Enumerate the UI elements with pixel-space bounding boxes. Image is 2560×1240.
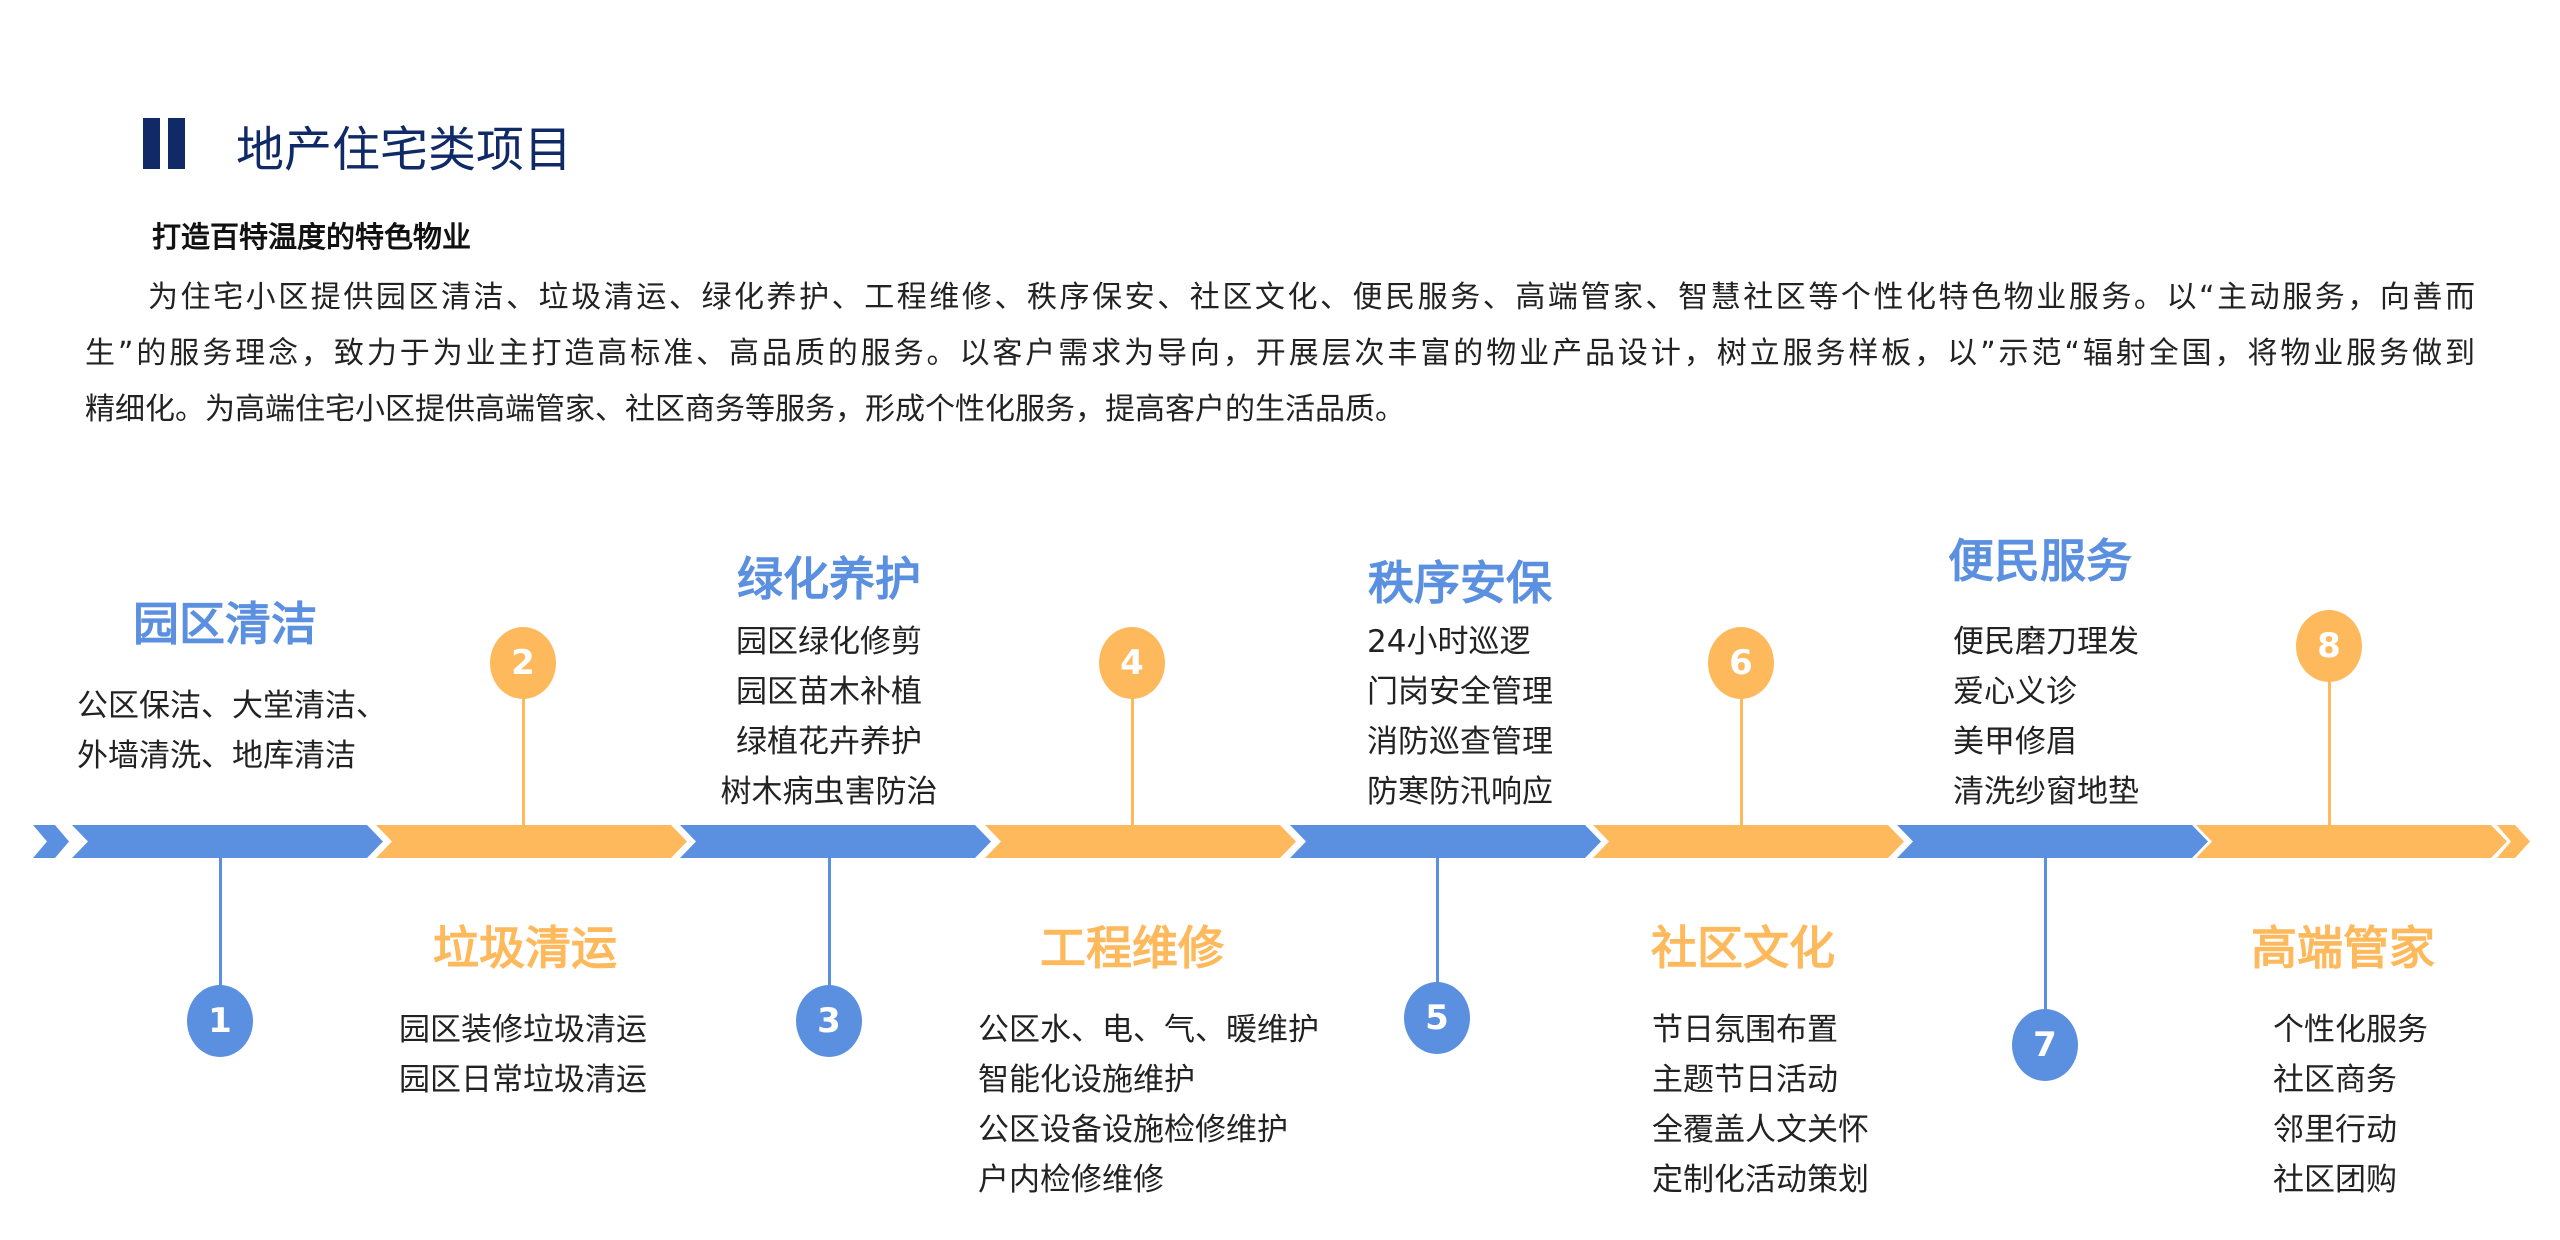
- service-title: 垃圾清运: [433, 921, 617, 975]
- service-item: 公区设备设施检修维护: [978, 1112, 1288, 1148]
- service-title: 秩序安保: [1368, 556, 1552, 610]
- service-item: 树木病虫害防治: [720, 774, 938, 810]
- service-item: 美甲修眉: [1953, 724, 2077, 760]
- service-item: 外墙清洗、地库清洁: [77, 738, 356, 774]
- service-item: 个性化服务: [2273, 1012, 2428, 1048]
- step-number-badge: 7: [2012, 1009, 2078, 1081]
- service-title: 绿化养护: [737, 552, 921, 606]
- service-title: 高端管家: [2251, 921, 2435, 975]
- service-item: 园区日常垃圾清运: [399, 1062, 647, 1098]
- service-item: 公区保洁、大堂清洁、: [77, 688, 387, 724]
- service-item: 邻里行动: [2273, 1112, 2397, 1148]
- section-subtitle: 打造百特温度的特色物业: [152, 220, 472, 254]
- timeline-segment: [985, 825, 1296, 858]
- timeline-segment: [2196, 825, 2507, 858]
- connector-line: [2044, 858, 2047, 1045]
- service-item: 社区团购: [2273, 1162, 2397, 1198]
- step-number-badge: 6: [1708, 627, 1774, 699]
- service-title: 便民服务: [1948, 534, 2132, 588]
- step-number-badge: 8: [2296, 610, 2362, 682]
- service-item: 清洗纱窗地垫: [1953, 774, 2139, 810]
- service-item: 全覆盖人文关怀: [1652, 1112, 1869, 1148]
- service-item: 消防巡查管理: [1367, 724, 1553, 760]
- timeline-segment: [1593, 825, 1904, 858]
- service-title: 社区文化: [1651, 921, 1835, 975]
- timeline-segment: [680, 825, 991, 858]
- connector-line: [1131, 663, 1134, 825]
- intro-line-2: 生”的服务理念，致力于为业主打造高标准、高品质的服务。以客户需求为导向，开展层次…: [85, 336, 2475, 371]
- service-item: 园区装修垃圾清运: [399, 1012, 647, 1048]
- timeline-segment: [376, 825, 687, 858]
- connector-line: [219, 858, 222, 1021]
- service-item: 公区水、电、气、暖维护: [978, 1012, 1319, 1048]
- step-number-badge: 2: [490, 627, 556, 699]
- step-number-badge: 1: [187, 985, 253, 1057]
- connector-line: [2328, 646, 2331, 825]
- intro-line-1: 为住宅小区提供园区清洁、垃圾清运、绿化养护、工程维修、秩序保安、社区文化、便民服…: [148, 280, 2475, 315]
- timeline-segment: [72, 825, 383, 858]
- service-item: 主题节日活动: [1652, 1062, 1838, 1098]
- service-item: 园区绿化修剪: [736, 624, 922, 660]
- service-title: 工程维修: [1040, 921, 1224, 975]
- timeline-segment: [1897, 825, 2208, 858]
- service-title: 园区清洁: [133, 597, 317, 651]
- title-bar-icon: [168, 118, 185, 169]
- service-item: 户内检修维修: [978, 1162, 1164, 1198]
- service-item: 便民磨刀理发: [1953, 624, 2139, 660]
- connector-line: [522, 663, 525, 825]
- step-number-badge: 4: [1099, 627, 1165, 699]
- service-item: 定制化活动策划: [1652, 1162, 1869, 1198]
- step-number-badge: 3: [796, 985, 862, 1057]
- timeline-segment: [1290, 825, 1601, 858]
- page-title: 地产住宅类项目: [236, 122, 573, 178]
- connector-line: [828, 858, 831, 1021]
- service-item: 防寒防汛响应: [1367, 774, 1553, 810]
- service-item: 门岗安全管理: [1367, 674, 1553, 710]
- connector-line: [1740, 663, 1743, 825]
- service-item: 24小时巡逻: [1367, 624, 1531, 660]
- tail-chevron-icon: [2497, 825, 2530, 858]
- lead-chevron-icon: [33, 825, 69, 858]
- service-item: 园区苗木补植: [736, 674, 922, 710]
- service-item: 社区商务: [2273, 1062, 2397, 1098]
- service-item: 智能化设施维护: [978, 1062, 1195, 1098]
- service-item: 节日氛围布置: [1652, 1012, 1838, 1048]
- step-number-badge: 5: [1404, 982, 1470, 1054]
- title-bar-icon: [143, 118, 160, 169]
- intro-line-3: 精细化。为高端住宅小区提供高端管家、社区商务等服务，形成个性化服务，提高客户的生…: [85, 392, 1405, 427]
- service-item: 爱心义诊: [1953, 674, 2077, 710]
- service-item: 绿植花卉养护: [736, 724, 922, 760]
- connector-line: [1436, 858, 1439, 1018]
